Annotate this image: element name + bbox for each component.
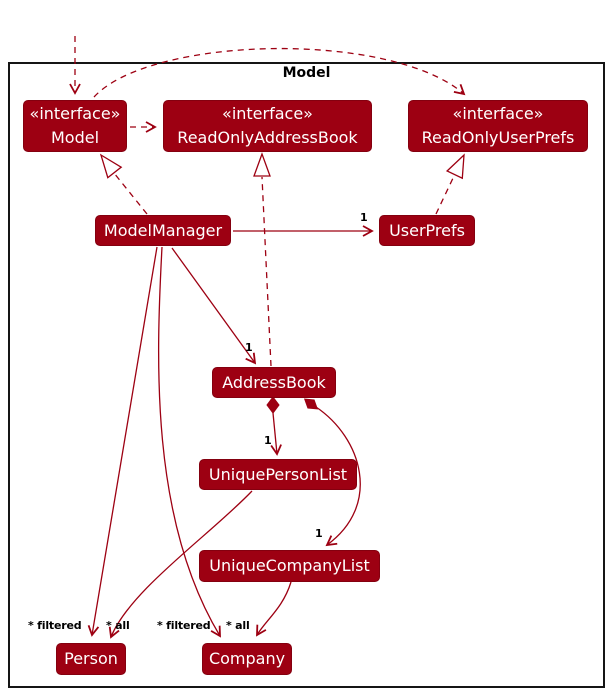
multiplicity-addressbook: 1	[245, 341, 253, 354]
modelmanager-to-person-association	[87, 246, 158, 637]
role-person-filtered: * filtered	[28, 619, 82, 632]
class-name: UniqueCompanyList	[209, 556, 370, 575]
realization-triangle-readonlyuserprefs	[445, 153, 465, 180]
class-modelmanager: ModelManager	[95, 215, 231, 246]
composition-diamond-companylist	[303, 398, 319, 410]
addressbook-to-uniquepersonlist-composition	[266, 396, 282, 456]
modelmanager-to-addressbook-association	[171, 247, 257, 365]
class-uniquecompanylist: UniqueCompanyList	[199, 550, 380, 582]
multiplicity-userprefs: 1	[360, 211, 368, 224]
class-name: Model	[50, 128, 100, 147]
class-name: ReadOnlyUserPrefs	[421, 128, 575, 147]
realization-triangle-model	[99, 153, 123, 179]
class-addressbook: AddressBook	[212, 367, 336, 398]
class-uniquepersonlist: UniquePersonList	[199, 459, 357, 490]
userprefs-to-readonlyuserprefs-realization	[435, 153, 465, 215]
class-company: Company	[202, 643, 292, 675]
modelmanager-to-model-realization	[99, 153, 148, 215]
role-person-all: * all	[106, 619, 130, 632]
class-name: UniquePersonList	[208, 464, 348, 484]
realization-triangle-readonlyaddressbook	[253, 152, 271, 177]
stereotype-label: «interface»	[452, 104, 544, 123]
multiplicity-uniquecompanylist: 1	[315, 527, 323, 540]
class-name: ReadOnlyAddressBook	[177, 128, 358, 147]
class-userprefs: UserPrefs	[379, 215, 475, 246]
stereotype-label: «interface»	[222, 104, 313, 123]
stereotype-label: «interface»	[29, 104, 121, 123]
class-name: Company	[208, 649, 286, 668]
uniquepersonlist-to-person-association	[108, 490, 253, 639]
class-model: «interface» Model	[23, 100, 127, 152]
composition-diamond-personlist	[266, 396, 280, 414]
role-company-filtered: * filtered	[157, 619, 211, 632]
addressbook-to-uniquecompanylist-composition	[303, 398, 361, 547]
addressbook-to-readonlyaddressbook-realization	[253, 152, 272, 367]
multiplicity-uniquepersonlist: 1	[264, 434, 272, 447]
class-name: AddressBook	[222, 372, 326, 392]
class-name: ModelManager	[103, 220, 223, 240]
class-name: Person	[64, 649, 118, 668]
class-person: Person	[56, 643, 126, 675]
role-company-all: * all	[226, 619, 250, 632]
modelmanager-to-company-association	[157, 246, 221, 638]
class-name: UserPrefs	[389, 220, 465, 240]
uniquecompanylist-to-company-association	[256, 581, 292, 637]
class-readonlyaddressbook: «interface» ReadOnlyAddressBook	[163, 100, 372, 152]
model-to-readonlyuserprefs-dependency	[93, 47, 466, 98]
package-title: Model	[282, 65, 331, 81]
class-readonlyuserprefs: «interface» ReadOnlyUserPrefs	[408, 100, 588, 152]
